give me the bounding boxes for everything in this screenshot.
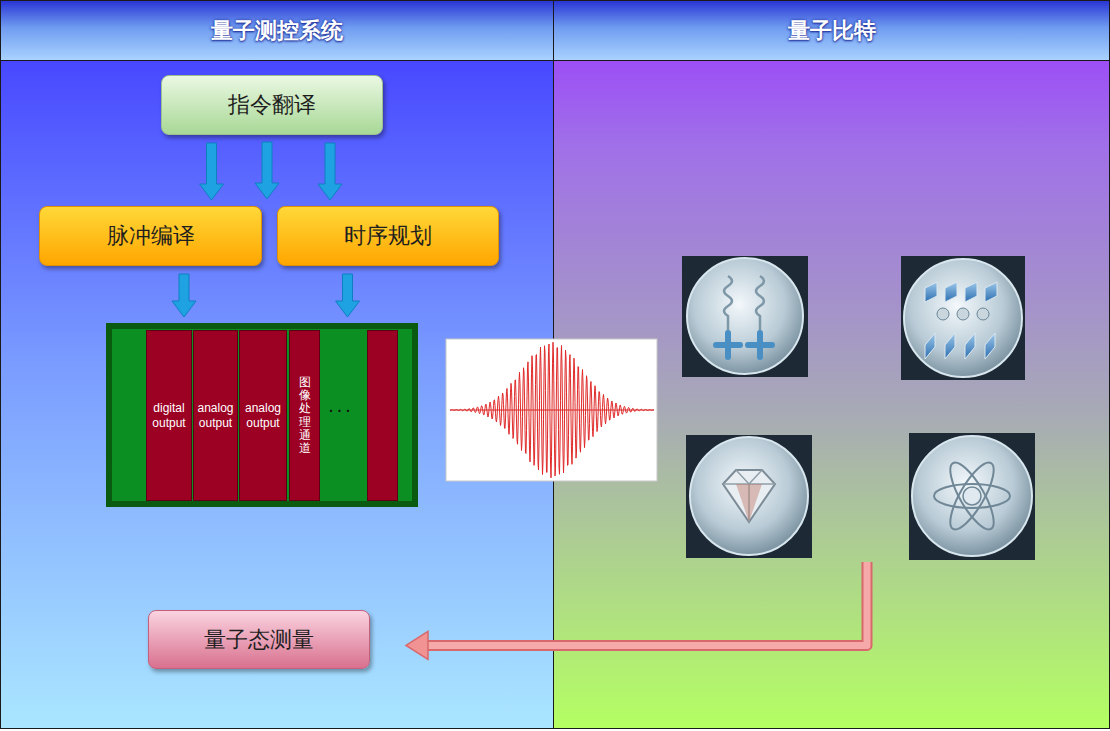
superconducting-qubit-icon	[682, 256, 808, 377]
icon-dot	[977, 308, 989, 320]
channel-label: analog output	[240, 401, 286, 431]
icon-coil	[756, 276, 764, 334]
header-band: 量子测控系统	[1, 1, 553, 61]
panel-title: 量子测控系统	[211, 16, 343, 46]
icon-orb	[904, 259, 1022, 377]
icon-orbit	[934, 484, 1010, 508]
semiconductor-qubit-icon	[901, 256, 1025, 380]
icon-coil	[724, 276, 732, 334]
icon-facet	[736, 484, 762, 522]
waveform-axis	[450, 410, 654, 411]
icon-ground	[682, 256, 808, 377]
output-channel: analog output	[239, 330, 287, 501]
flow-arrow	[406, 562, 867, 659]
control-system-panel: 量子测控系统指令翻译脉冲编译时序规划· · ·digital outputana…	[0, 0, 554, 729]
icon-orbit	[943, 457, 1002, 535]
channel-label: 图像处理通道	[299, 376, 311, 455]
diamond-qubit-icon	[686, 435, 812, 558]
waveform-frame	[446, 339, 657, 481]
output-channel: analog output	[193, 330, 238, 501]
qubit-panel: 量子比特	[553, 0, 1110, 729]
channel-label: analog output	[194, 401, 237, 431]
image-channel: 图像处理通道	[289, 330, 320, 501]
icon-orbit	[943, 457, 1002, 535]
arrow-body	[426, 562, 867, 645]
flow-arrow	[336, 274, 360, 317]
output-channel	[367, 330, 398, 501]
hardware-board: · · ·digital outputanalog outputanalog o…	[106, 323, 418, 507]
icon-gate	[925, 282, 997, 302]
waveform-curve	[450, 342, 654, 478]
icon-dot	[937, 308, 949, 320]
flow-arrow	[255, 142, 279, 199]
arrow-head	[406, 631, 428, 659]
panel-title: 量子比特	[788, 16, 876, 46]
box-label: 脉冲编译	[107, 221, 195, 251]
process-box: 时序规划	[277, 206, 499, 266]
arrow-outline	[426, 562, 867, 645]
box-label: 量子态测量	[204, 625, 314, 655]
icon-ground	[686, 435, 812, 558]
arrow-shape	[318, 143, 342, 200]
arrow-shape	[172, 274, 196, 317]
icon-facet	[723, 470, 775, 522]
flow-arrow	[200, 143, 224, 200]
icon-ground	[901, 256, 1025, 380]
icon-orb	[687, 258, 803, 374]
icon-nucleus	[963, 487, 981, 505]
process-box: 脉冲编译	[39, 206, 262, 266]
ellipsis-mark: · · ·	[329, 403, 351, 419]
icon-orb	[690, 437, 808, 555]
flow-arrow	[172, 274, 196, 317]
box-label: 指令翻译	[228, 90, 316, 120]
icon-orb	[912, 436, 1032, 556]
icon-diamond	[723, 470, 775, 522]
pulse-waveform	[446, 339, 657, 481]
output-channel: digital output	[146, 330, 192, 501]
arrow-shape	[336, 274, 360, 317]
header-band: 量子比特	[554, 1, 1109, 61]
arrow-shape	[200, 143, 224, 200]
icon-dot	[957, 308, 969, 320]
atom-qubit-icon	[909, 433, 1035, 560]
measurement-box: 量子态测量	[148, 610, 370, 669]
icon-plus	[716, 333, 772, 357]
flow-arrow	[318, 143, 342, 200]
box-label: 时序规划	[344, 221, 432, 251]
icon-gate	[925, 333, 995, 359]
icon-ground	[909, 433, 1035, 560]
instruction-box: 指令翻译	[161, 75, 383, 135]
channel-label: digital output	[147, 401, 191, 431]
